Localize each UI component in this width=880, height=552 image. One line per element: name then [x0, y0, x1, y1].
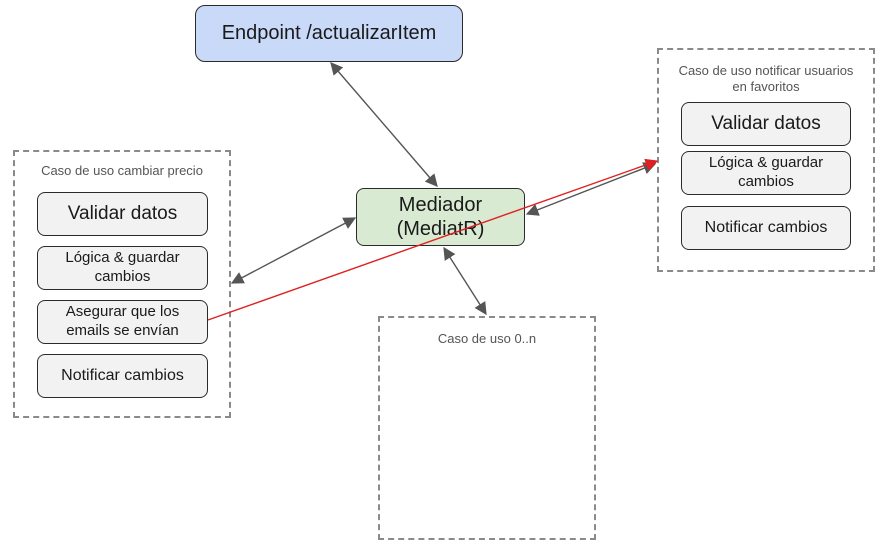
- usecase-generico-title: Caso de uso 0..n: [437, 331, 537, 346]
- usecase-notificar-favoritos-title: Caso de uso notificar usuarios en favori…: [678, 63, 854, 94]
- cambiar-precio-validar-datos: Validar datos: [37, 192, 208, 236]
- usecase-cambiar-precio-title: Caso de uso cambiar precio: [41, 163, 203, 178]
- cambiar-precio-notificar-cambios: Notificar cambios: [37, 354, 208, 398]
- endpoint-label: Endpoint /actualizarItem: [221, 22, 437, 44]
- arrow-mediator-cambiar-precio: [230, 217, 357, 284]
- favoritos-validar-datos: Validar datos: [681, 102, 851, 146]
- favoritos-notificar-cambios: Notificar cambios: [681, 206, 851, 250]
- arrow-mediator-favoritos: [525, 162, 657, 216]
- arrow-endpoint-mediator: [330, 62, 438, 187]
- cambiar-precio-logica-guardar: Lógica & guardar cambios: [37, 246, 208, 290]
- cambiar-precio-asegurar-emails: Asegurar que los emails se envían: [37, 300, 208, 344]
- favoritos-logica-guardar: Lógica & guardar cambios: [681, 151, 851, 195]
- arrow-mediator-generico: [443, 246, 487, 316]
- endpoint-node: Endpoint /actualizarItem: [195, 5, 463, 62]
- usecase-generico-group: Caso de uso 0..n: [378, 316, 596, 540]
- usecase-notificar-favoritos-group: Caso de uso notificar usuarios en favori…: [657, 48, 875, 272]
- mediator-label: Mediador (MediatR): [396, 194, 485, 240]
- mediator-node: Mediador (MediatR): [356, 188, 525, 246]
